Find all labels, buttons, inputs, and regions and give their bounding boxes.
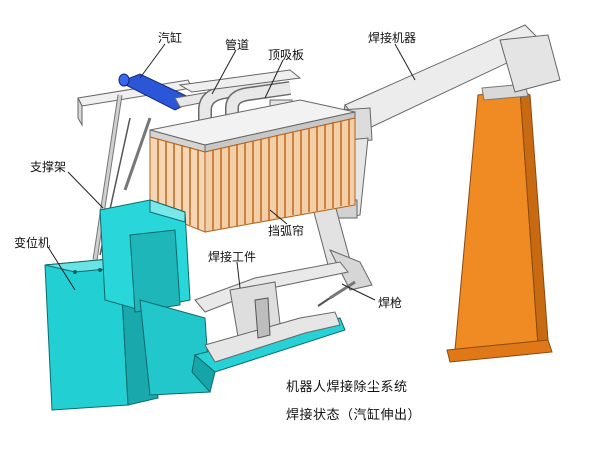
label-workpiece: 焊接工件: [208, 250, 257, 264]
label-support-frame: 支撑架: [30, 160, 67, 174]
label-pipe: 管道: [225, 38, 250, 52]
caption-line-2: 焊接状态（汽缸伸出）: [286, 408, 422, 423]
robot-pedestal: [446, 83, 553, 363]
arc-curtain: [149, 117, 356, 233]
label-positioner: 变位机: [14, 236, 51, 250]
label-welding-gun: 焊枪: [378, 296, 403, 310]
workpiece: [194, 261, 349, 363]
label-welding-robot: 焊接机器: [368, 31, 417, 45]
caption-line-1: 机器人焊接除尘系统: [286, 380, 408, 395]
label-cylinder: 汽缸: [158, 31, 183, 45]
label-arc-curtain: 挡弧帘: [268, 224, 305, 238]
label-top-suction-plate: 顶吸板: [268, 48, 305, 62]
suction-hood: [149, 99, 356, 153]
robot-arm: [311, 24, 561, 307]
leader-lines: [47, 43, 416, 301]
